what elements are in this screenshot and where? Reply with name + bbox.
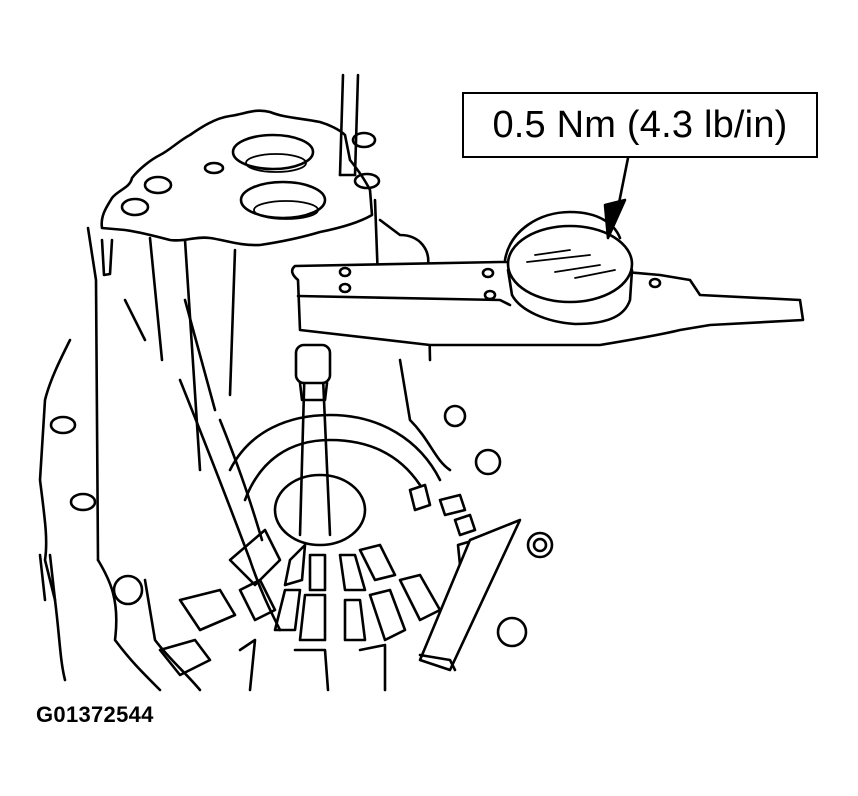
case-body	[38, 198, 452, 692]
dial-gauge	[503, 210, 634, 326]
case-top-plate	[100, 109, 381, 247]
holding-tool	[418, 518, 522, 672]
torque-callout-box: 0.5 Nm (4.3 lb/in)	[462, 92, 818, 158]
torque-wrench	[290, 260, 805, 347]
torque-callout-label: 0.5 Nm (4.3 lb/in)	[492, 103, 788, 146]
callout-arrow	[603, 156, 630, 240]
figure-id-label: G01372544	[36, 702, 154, 727]
bolts	[38, 404, 554, 648]
socket-extension-rod	[294, 73, 360, 537]
bell-housing	[158, 413, 482, 692]
